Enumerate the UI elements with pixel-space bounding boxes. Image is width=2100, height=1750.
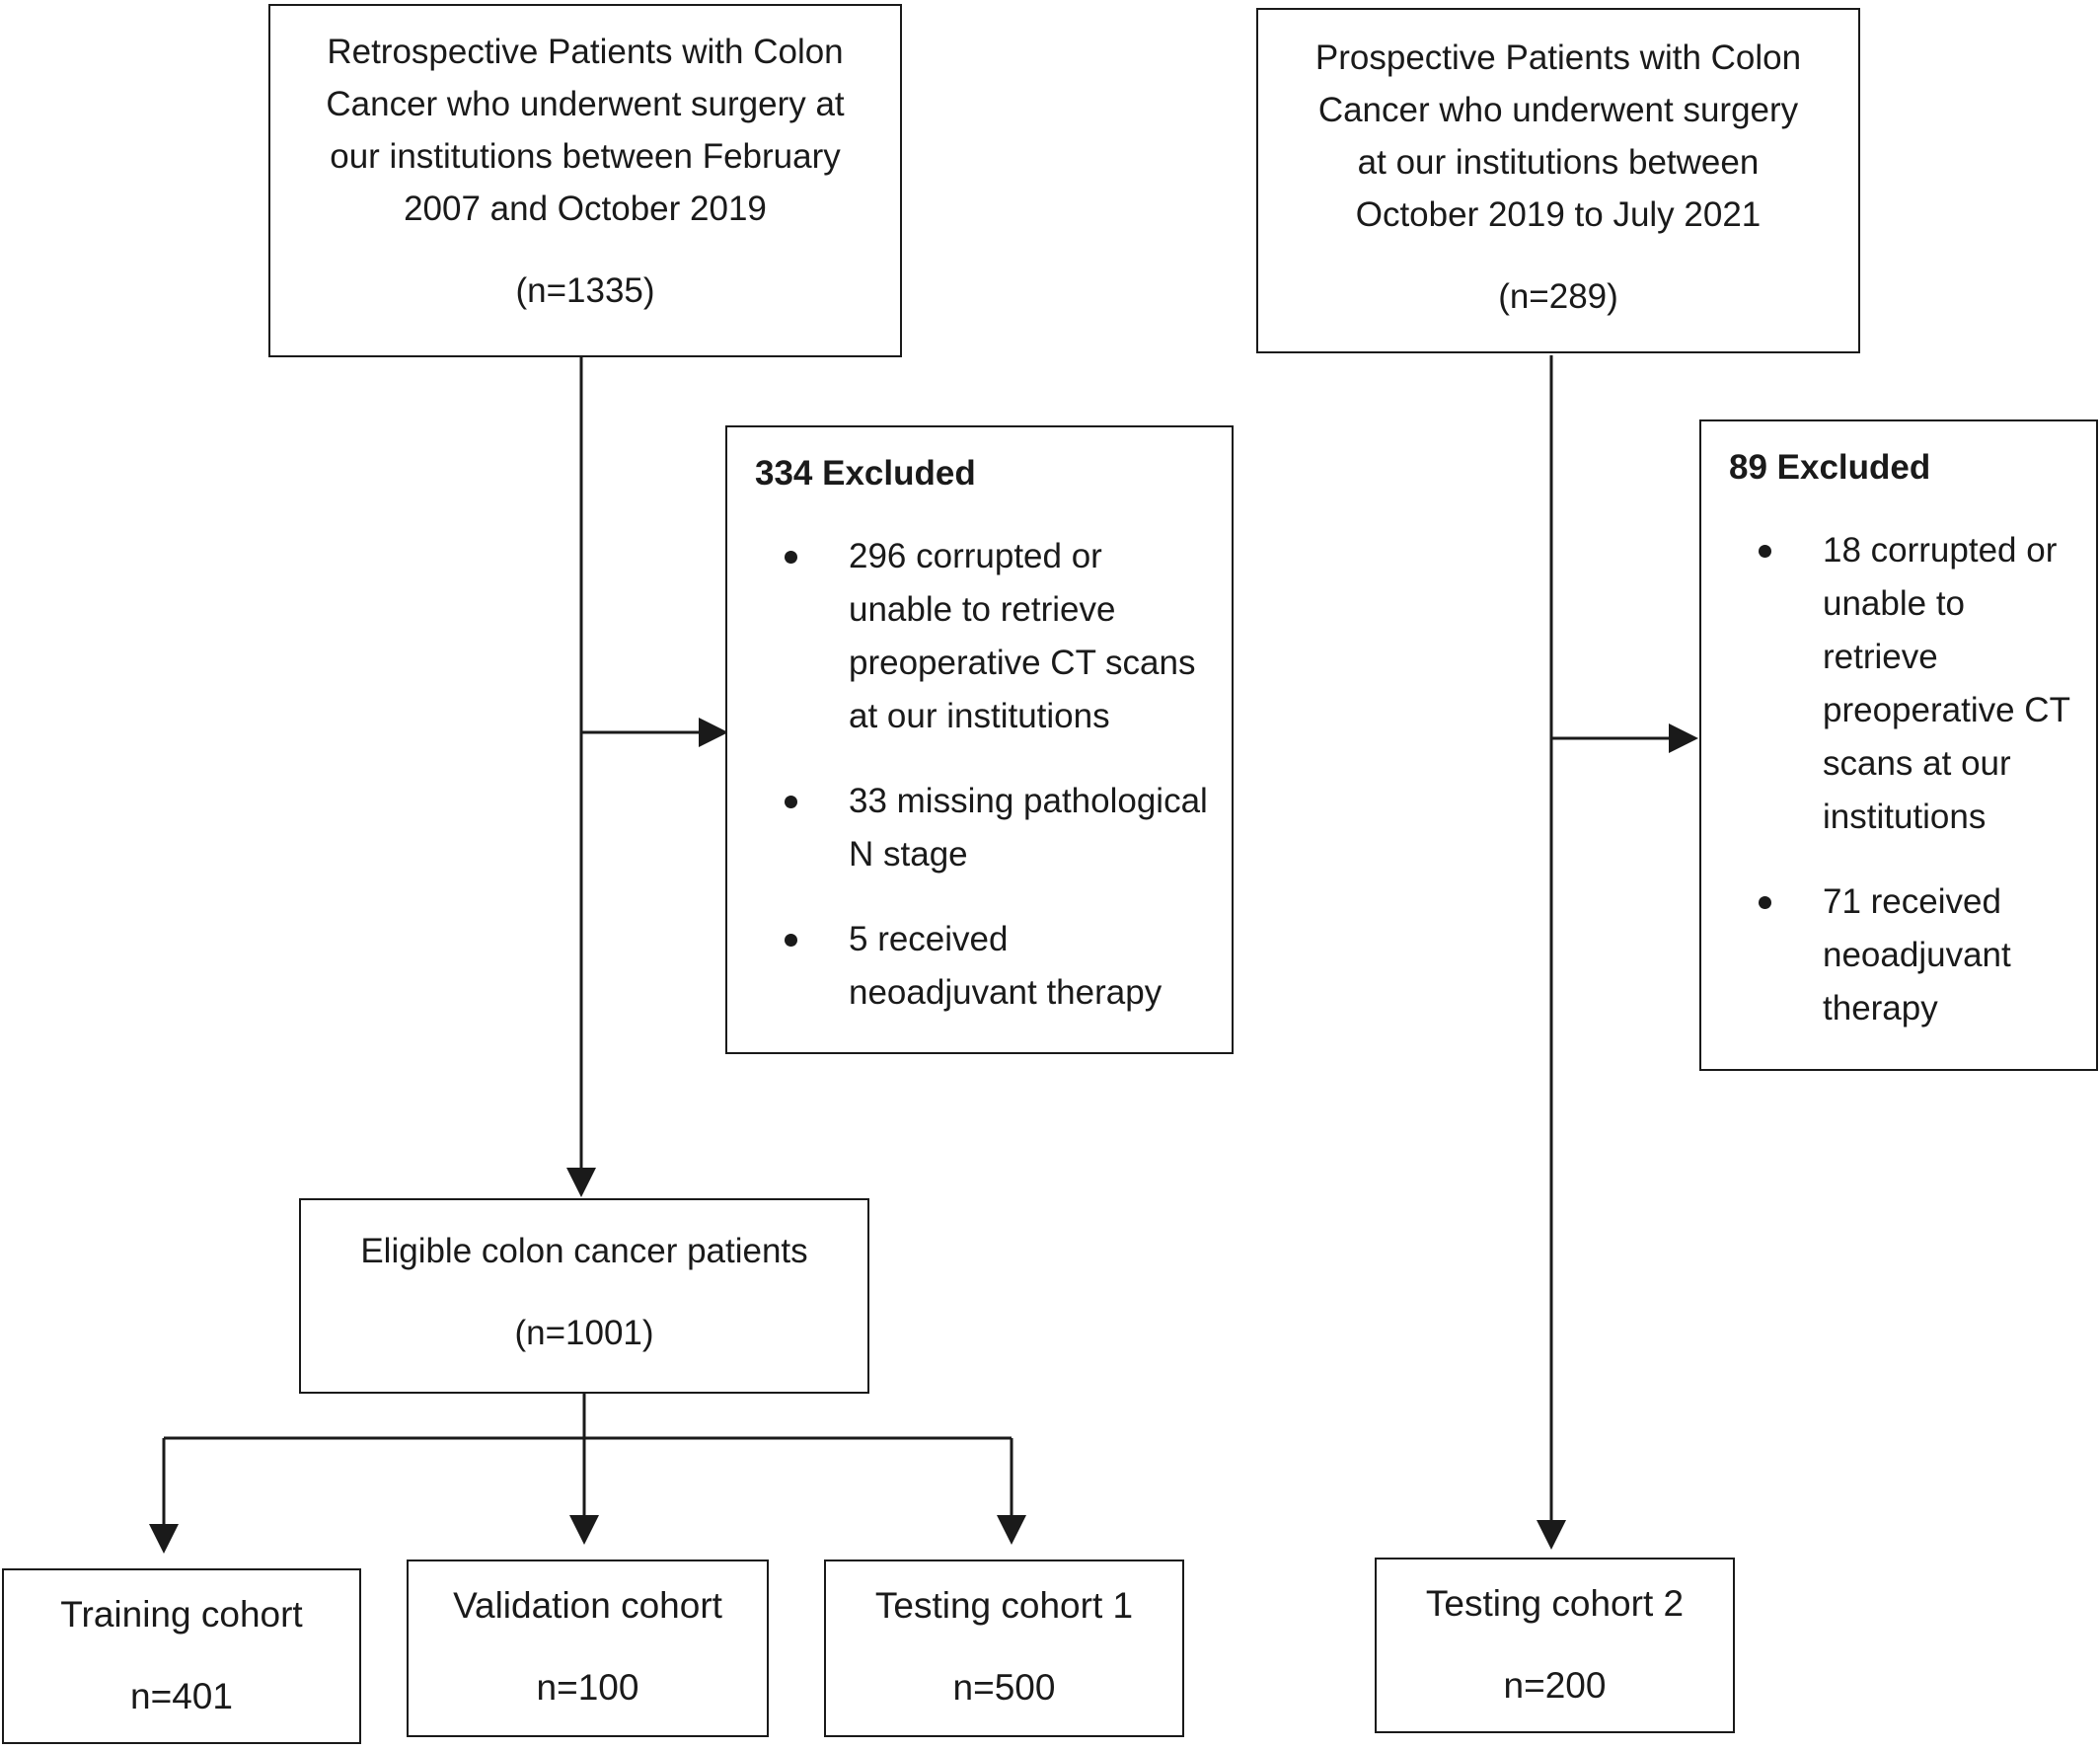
cohort-count: n=200 <box>1503 1665 1607 1706</box>
cohort-label: Testing cohort 1 <box>874 1585 1134 1626</box>
prospective-patients-box: Prospective Patients with Colon Cancer w… <box>1256 8 1860 353</box>
exclusion-text-line: at our institutions <box>849 697 1110 735</box>
validation-cohort-box: Validation cohort n=100 <box>407 1560 769 1737</box>
exclusion-text-line: unable to <box>1823 584 1966 623</box>
exclusion-text-line: therapy <box>1823 989 1938 1027</box>
cohort-label: Validation cohort <box>453 1585 722 1626</box>
cohort-count: n=100 <box>536 1667 639 1708</box>
retrospective-excluded-box: 334 Excluded 296 corrupted or unable to … <box>725 425 1234 1054</box>
exclusion-text-line: 33 missing pathological <box>849 782 1208 820</box>
exclusion-text-line: institutions <box>1823 798 1987 836</box>
prospective-line-4: October 2019 to July 2021 <box>1355 195 1762 234</box>
testing-cohort-1-box: Testing cohort 1 n=500 <box>824 1560 1184 1737</box>
exclusion-text-line: scans at our <box>1823 744 2011 783</box>
eligible-count: (n=1001) <box>514 1314 654 1352</box>
exclusion-missing-n-stage: 33 missing pathological N stage <box>755 775 1212 881</box>
prospective-line-1: Prospective Patients with Colon <box>1314 38 1802 77</box>
prospective-excluded-box: 89 Excluded 18 corrupted or unable to re… <box>1699 419 2098 1071</box>
exclusion-text-line: neoadjuvant therapy <box>849 973 1162 1012</box>
exclusion-text-line: preoperative CT <box>1823 691 2070 729</box>
testing-cohort-2-box: Testing cohort 2 n=200 <box>1375 1558 1735 1733</box>
prospective-excluded-title: 89 Excluded <box>1729 448 1931 487</box>
cohort-count: n=401 <box>130 1676 233 1716</box>
exclusion-text-line: 71 received <box>1823 882 2001 921</box>
retrospective-excluded-list: 296 corrupted or unable to retrieve preo… <box>755 530 1212 1020</box>
exclusion-text-line: 18 corrupted or <box>1823 531 2058 570</box>
retrospective-patients-box: Retrospective Patients with Colon Cancer… <box>268 4 902 357</box>
prospective-excluded-list: 18 corrupted or unable to retrieve preop… <box>1729 524 2082 1035</box>
exclusion-text-line: neoadjuvant <box>1823 936 2011 974</box>
exclusion-corrupted-scans: 296 corrupted or unable to retrieve preo… <box>755 530 1212 743</box>
exclusion-neoadjuvant: 5 received neoadjuvant therapy <box>755 913 1212 1020</box>
retrospective-line-3: our institutions between February <box>330 137 841 176</box>
training-cohort-box: Training cohort n=401 <box>2 1568 361 1744</box>
exclusion-text-line: unable to retrieve <box>849 590 1116 629</box>
exclusion-text-line: N stage <box>849 835 968 874</box>
exclusion-text-line: preoperative CT scans <box>849 644 1196 682</box>
retrospective-line-2: Cancer who underwent surgery at <box>326 85 845 123</box>
cohort-count: n=500 <box>952 1667 1056 1708</box>
prospective-line-3: at our institutions between <box>1357 143 1760 182</box>
cohort-label: Testing cohort 2 <box>1425 1583 1685 1624</box>
retrospective-line-1: Retrospective Patients with Colon <box>327 33 844 71</box>
retrospective-excluded-title: 334 Excluded <box>755 454 976 493</box>
eligible-patients-box: Eligible colon cancer patients (n=1001) <box>299 1198 869 1394</box>
prospective-count: (n=289) <box>1498 277 1618 316</box>
prospective-line-2: Cancer who underwent surgery <box>1317 91 1799 129</box>
retrospective-count: (n=1335) <box>515 271 655 310</box>
exclusion-corrupted-scans: 18 corrupted or unable to retrieve preop… <box>1729 524 2082 844</box>
exclusion-neoadjuvant: 71 received neoadjuvant therapy <box>1729 875 2082 1035</box>
retrospective-line-4: 2007 and October 2019 <box>404 190 767 228</box>
exclusion-text-line: 5 received <box>849 920 1009 958</box>
exclusion-text-line: retrieve <box>1823 638 1938 676</box>
eligible-label: Eligible colon cancer patients <box>360 1232 808 1270</box>
cohort-label: Training cohort <box>60 1594 303 1635</box>
exclusion-text-line: 296 corrupted or <box>849 537 1102 575</box>
